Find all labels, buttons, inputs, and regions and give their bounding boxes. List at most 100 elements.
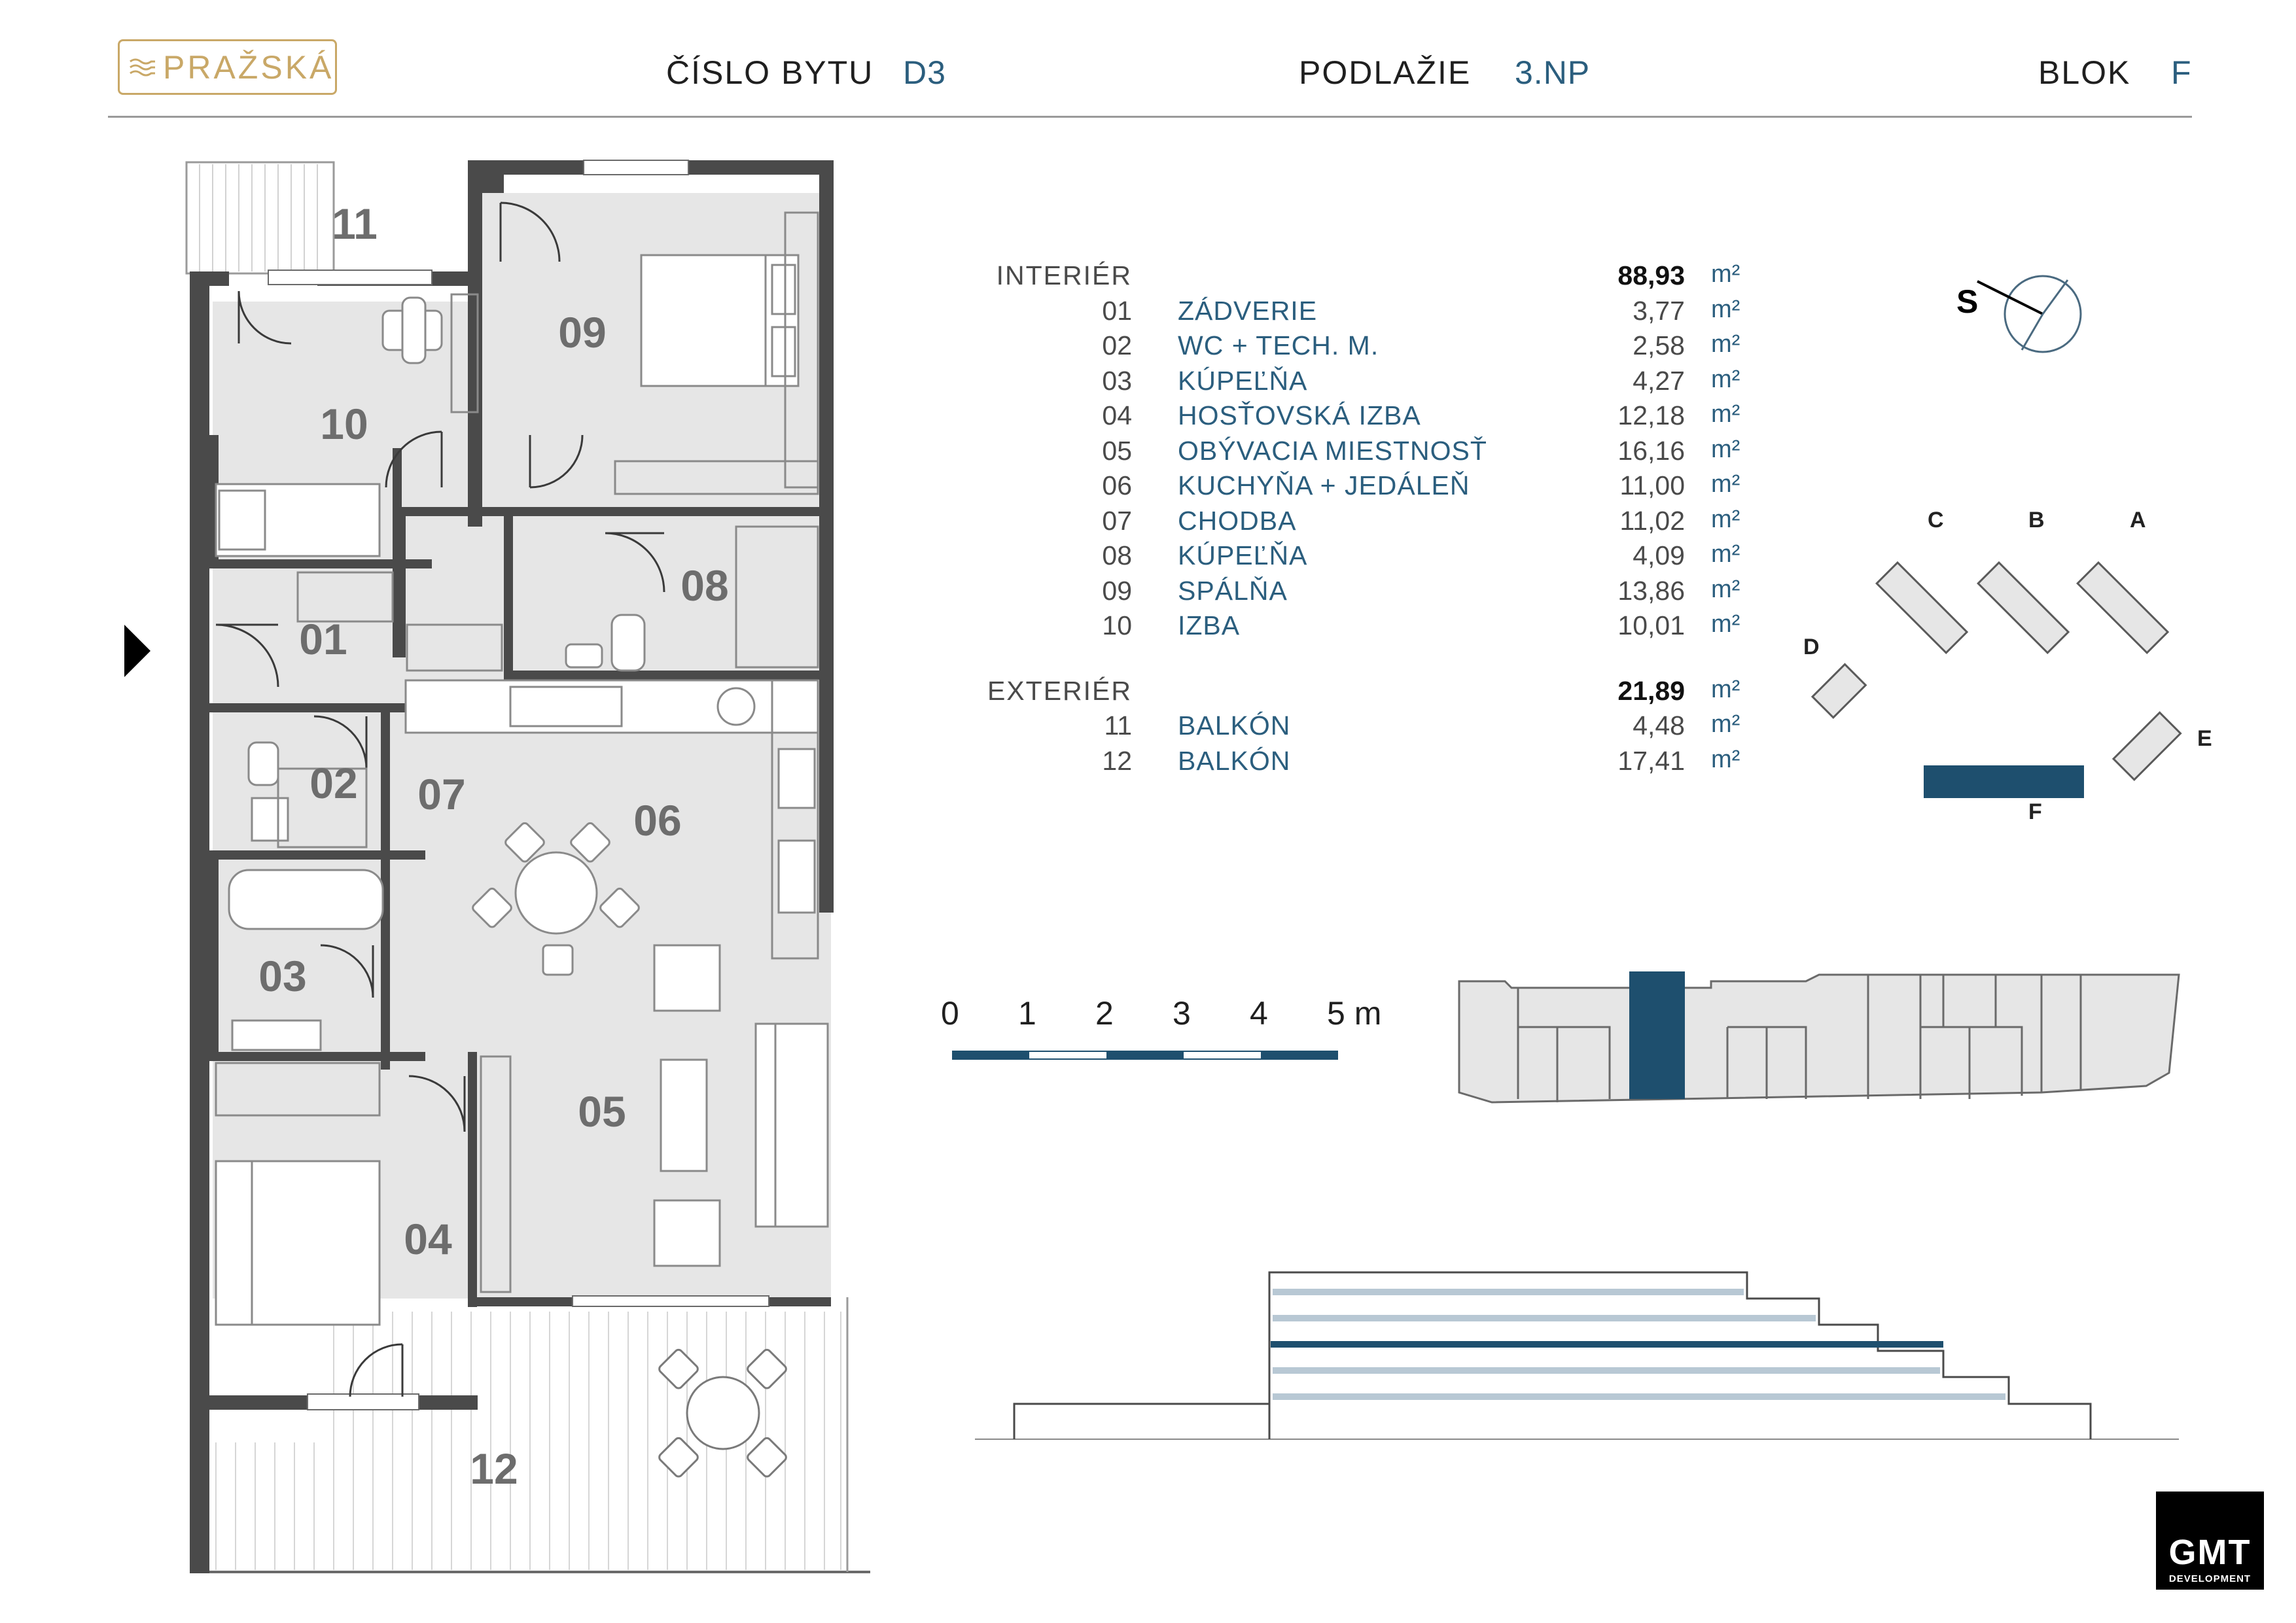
developer-logo: GMT DEVELOPMENT <box>2156 1492 2264 1590</box>
unit: m² <box>1711 745 1740 773</box>
walls <box>190 160 834 1573</box>
double-bed <box>215 1160 381 1326</box>
room-label-07: 07 <box>417 770 465 818</box>
room-number: 10 <box>1102 610 1132 640</box>
kitchen-counter <box>404 679 819 734</box>
scale-tick-label: 3 <box>1173 995 1191 1032</box>
room-name: HOSŤOVSKÁ IZBA <box>1178 400 1421 430</box>
room-number: 03 <box>1102 365 1132 396</box>
block-c-building <box>1875 561 1969 655</box>
scale-tick-label: 2 <box>1095 995 1114 1032</box>
scale-graphic <box>952 1051 1338 1060</box>
exterior-title: EXTERIÉR <box>987 675 1132 706</box>
room-area: 16,16 <box>1617 435 1685 466</box>
coffee-table <box>660 1058 708 1172</box>
compass-label: S <box>1956 283 1978 320</box>
site-label-f: F <box>2028 799 2042 824</box>
room-label-11: 11 <box>332 200 378 248</box>
brand-logo: PRAŽSKÁ <box>118 39 337 95</box>
compass-icon: S <box>1956 275 2082 353</box>
table-row: 06 KUCHYŇA + JEDÁLEŇ 11,00 m² <box>955 470 1767 506</box>
room-number: 05 <box>1102 435 1132 466</box>
room-number: 09 <box>1102 575 1132 606</box>
site-label-c: C <box>1928 508 1944 532</box>
doors <box>215 201 665 1397</box>
interior-total-row: INTERIÉR 88,93 m² <box>955 260 1767 296</box>
room-name: BALKÓN <box>1178 710 1291 741</box>
unit: m² <box>1711 260 1740 288</box>
room-label-02: 02 <box>309 759 357 807</box>
block-b-building <box>1977 561 2070 655</box>
scale-bar: 0 1 2 3 4 5 m <box>936 994 1407 1066</box>
scale-tick-label: 4 <box>1250 995 1268 1032</box>
interior-title: INTERIÉR <box>996 260 1132 290</box>
room-label-09: 09 <box>558 308 606 357</box>
site-label-e: E <box>2197 726 2212 751</box>
table-row: 04 HOSŤOVSKÁ IZBA 12,18 m² <box>955 400 1767 436</box>
table-row: 08 KÚPEĽŇA 4,09 m² <box>955 540 1767 576</box>
block-a-building <box>2076 561 2170 655</box>
room-number: 06 <box>1102 470 1132 500</box>
room-name: OBÝVACIA MIESTNOSŤ <box>1178 435 1487 466</box>
room-area: 4,48 <box>1633 710 1685 741</box>
interior-total: 88,93 <box>1617 260 1685 290</box>
developer-name: GMT <box>2168 1533 2252 1572</box>
room-label-10: 10 <box>320 400 368 448</box>
room-area: 13,86 <box>1617 575 1685 606</box>
windows <box>268 160 769 1410</box>
area-table: INTERIÉR 88,93 m² 01 ZÁDVERIE 3,77 m² 02… <box>955 260 1767 780</box>
room-number: 08 <box>1102 540 1132 570</box>
room-name: WC + TECH. M. <box>1178 330 1379 360</box>
room-number: 07 <box>1102 505 1132 536</box>
room-label-08: 08 <box>680 561 728 610</box>
exterior-total: 21,89 <box>1617 675 1685 706</box>
room-name: SPÁLŇA <box>1178 575 1288 606</box>
unit: m² <box>1711 365 1740 393</box>
header: PRAŽSKÁ ČÍSLO BYTU D3 PODLAŽIE 3.NP BLOK… <box>0 0 2296 118</box>
floor-value: 3.NP <box>1515 54 1591 91</box>
table-row: 05 OBÝVACIA MIESTNOSŤ 16,16 m² <box>955 436 1767 471</box>
unit: m² <box>1711 610 1740 638</box>
apartment-value: D3 <box>903 54 946 91</box>
table-row: 12 BALKÓN 17,41 m² <box>955 746 1767 781</box>
room-name: KÚPEĽŇA <box>1178 365 1308 396</box>
site-label-d: D <box>1803 635 1820 659</box>
bathtub <box>228 869 384 930</box>
room-number: 12 <box>1102 745 1132 776</box>
table-row: 01 ZÁDVERIE 3,77 m² <box>955 296 1767 331</box>
block-f-building <box>1924 765 2084 798</box>
room-label-01: 01 <box>299 615 347 663</box>
site-label-b: B <box>2028 508 2045 532</box>
building-section <box>975 1271 2179 1440</box>
table-spacer <box>955 646 1767 676</box>
entrance-arrow-icon <box>124 625 150 677</box>
room-area: 4,09 <box>1633 540 1685 570</box>
developer-subtitle: DEVELOPMENT <box>2168 1573 2252 1584</box>
site-label-a: A <box>2130 508 2146 532</box>
room-name: KÚPEĽŇA <box>1178 540 1308 570</box>
tv-unit <box>480 1055 512 1293</box>
table-row: 11 BALKÓN 4,48 m² <box>955 710 1767 746</box>
unit: m² <box>1711 400 1740 428</box>
block-e-building <box>2111 711 2182 781</box>
balcony-11-area <box>185 161 335 275</box>
room-number: 02 <box>1102 330 1132 360</box>
floor-plan: 11 09 10 08 01 02 07 06 03 05 04 12 <box>124 160 870 1573</box>
room-area: 11,02 <box>1619 505 1685 536</box>
room-name: KUCHYŇA + JEDÁLEŇ <box>1178 470 1470 500</box>
dining-table <box>514 851 598 935</box>
room-label-12: 12 <box>470 1444 518 1493</box>
building-elevation <box>1458 971 2180 1104</box>
unit: m² <box>1711 575 1740 603</box>
room-area: 11,00 <box>1619 470 1685 500</box>
unit: m² <box>1711 675 1740 703</box>
scale-tick-label: 0 <box>941 995 959 1032</box>
block-d-building <box>1810 663 1867 719</box>
room-area: 12,18 <box>1617 400 1685 430</box>
room-number: 11 <box>1104 710 1132 741</box>
furniture <box>215 211 829 1326</box>
armchair <box>653 1199 721 1267</box>
room-name: BALKÓN <box>1178 745 1291 776</box>
exterior-total-row: EXTERIÉR 21,89 m² <box>955 676 1767 711</box>
room-name: ZÁDVERIE <box>1178 295 1318 326</box>
